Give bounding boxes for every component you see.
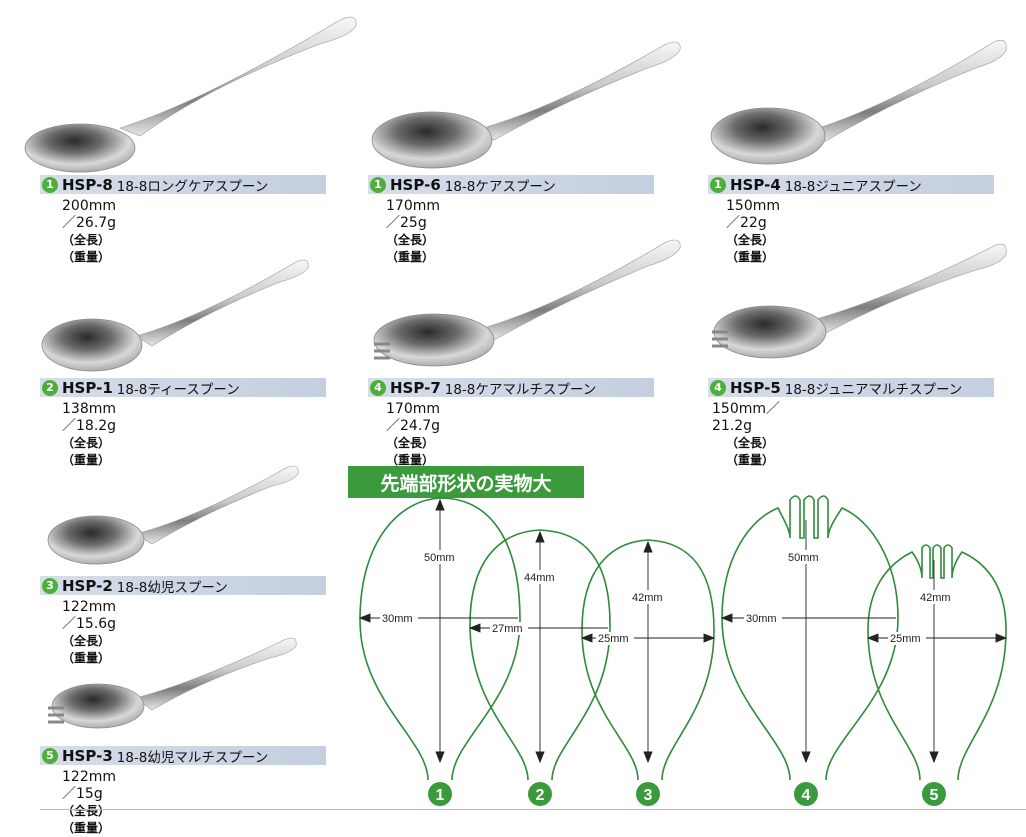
tip-2-length: 44mm <box>524 572 555 584</box>
product-code: HSP-4 <box>730 175 781 194</box>
number-badge: 4 <box>710 379 726 396</box>
length-label: （全長） <box>386 233 435 247</box>
product-code: HSP-8 <box>62 175 113 194</box>
tip-number-2: 2 <box>536 787 545 804</box>
tip-1-width: 30mm <box>382 613 413 625</box>
tip-number-4: 4 <box>802 787 811 804</box>
tip-shape-diagram: 50mm 30mm 44mm 27mm 42mm 25mm 50mm 30mm … <box>358 495 1008 806</box>
product-code: HSP-3 <box>62 746 113 765</box>
product-label: 2 HSP-1 18-8ティースプーン <box>40 378 326 398</box>
weight-label: （重量） <box>62 453 111 467</box>
spoon-image <box>373 239 681 367</box>
product-specs: 170mm／25g （全長） （重量） <box>386 198 452 266</box>
tip-number-3: 3 <box>644 787 653 804</box>
product-name: 18-8ジュニアマルチスプーン <box>784 381 963 398</box>
product-name: 18-8ロングケアスプーン <box>116 178 269 195</box>
product-name: 18-8幼児スプーン <box>116 579 228 596</box>
product-name: 18-8ティースプーン <box>116 381 240 398</box>
number-badge: 1 <box>42 176 58 193</box>
spoon-image <box>47 465 299 565</box>
spec-values: 138mm／18.2g <box>62 401 117 434</box>
product-specs: 200mm／26.7g （全長） （重量） <box>62 198 128 266</box>
tip-outline-5 <box>867 544 1007 781</box>
product-label: 1 HSP-6 18-8ケアスプーン <box>368 175 654 195</box>
spec-values: 122mm／15g <box>62 769 116 802</box>
product-code: HSP-5 <box>730 378 781 397</box>
number-badge: 5 <box>42 747 58 764</box>
length-label: （全長） <box>62 436 111 450</box>
spoon-image <box>710 39 1007 165</box>
spec-values: 150mm／21.2g <box>712 401 780 434</box>
length-label: （全長） <box>726 233 775 247</box>
weight-label: （重量） <box>386 250 435 264</box>
spec-values: 170mm／24.7g <box>386 401 441 434</box>
number-badge: 1 <box>710 176 726 193</box>
tip-4-width: 30mm <box>746 613 777 625</box>
weight-label: （重量） <box>726 250 775 264</box>
product-code: HSP-6 <box>390 175 441 194</box>
tip-outline-1 <box>359 497 521 781</box>
spec-values: 150mm／22g <box>726 198 780 231</box>
product-specs: 138mm／18.2g （全長） （重量） <box>62 401 128 469</box>
product-specs: 170mm／24.7g （全長） （重量） <box>386 401 452 469</box>
weight-label: （重量） <box>62 651 111 665</box>
length-label: （全長） <box>62 233 111 247</box>
tip-1-length: 50mm <box>424 552 455 564</box>
spoon-image <box>24 16 357 173</box>
spec-values: 122mm／15.6g <box>62 599 117 632</box>
product-label: 3 HSP-2 18-8幼児スプーン <box>40 576 326 596</box>
spec-values: 170mm／25g <box>386 198 440 231</box>
product-label: 4 HSP-7 18-8ケアマルチスプーン <box>368 378 654 398</box>
number-badge: 1 <box>370 176 386 193</box>
product-name: 18-8ケアスプーン <box>444 178 556 195</box>
number-badge: 3 <box>42 577 58 594</box>
diagram-title: 先端部形状の実物大 <box>348 466 584 498</box>
product-label: 1 HSP-8 18-8ロングケアスプーン <box>40 175 326 195</box>
product-specs: 122mm／15.6g （全長） （重量） <box>62 599 128 667</box>
product-label: 1 HSP-4 18-8ジュニアスプーン <box>708 175 994 195</box>
product-label: 5 HSP-3 18-8幼児マルチスプーン <box>40 746 326 766</box>
product-specs: 150mm／22g （全長） （重量） <box>726 198 792 266</box>
tip-number-5: 5 <box>930 787 939 804</box>
tip-number-1: 1 <box>436 787 445 804</box>
spoon-image <box>41 259 309 372</box>
length-label: （全長） <box>726 436 775 450</box>
product-label: 4 HSP-5 18-8ジュニアマルチスプーン <box>708 378 994 398</box>
product-name: 18-8ケアマルチスプーン <box>444 381 597 398</box>
tip-5-length: 42mm <box>920 592 951 604</box>
tip-3-width: 25mm <box>598 633 629 645</box>
spoon-image <box>48 637 297 729</box>
tip-outline-4 <box>721 495 899 781</box>
tip-2-width: 27mm <box>492 623 523 635</box>
weight-label: （重量） <box>726 453 775 467</box>
product-specs: 150mm／21.2g （全長） （重量） <box>712 401 792 469</box>
product-name: 18-8ジュニアスプーン <box>784 178 922 195</box>
product-code: HSP-1 <box>62 378 113 397</box>
spoon-image <box>712 243 1007 359</box>
spoon-image <box>371 41 681 169</box>
tip-4-length: 50mm <box>788 552 819 564</box>
tip-outline-3 <box>581 539 715 781</box>
product-code: HSP-2 <box>62 576 113 595</box>
tip-3-length: 42mm <box>632 592 663 604</box>
length-label: （全長） <box>62 634 111 648</box>
weight-label: （重量） <box>62 821 111 835</box>
spec-values: 200mm／26.7g <box>62 198 117 231</box>
number-badge: 4 <box>370 379 386 396</box>
number-badge: 2 <box>42 379 58 396</box>
weight-label: （重量） <box>386 453 435 467</box>
length-label: （全長） <box>386 436 435 450</box>
product-name: 18-8幼児マルチスプーン <box>116 749 269 766</box>
product-code: HSP-7 <box>390 378 441 397</box>
tip-5-width: 25mm <box>890 633 921 645</box>
bottom-rule <box>40 809 1026 810</box>
weight-label: （重量） <box>62 250 111 264</box>
